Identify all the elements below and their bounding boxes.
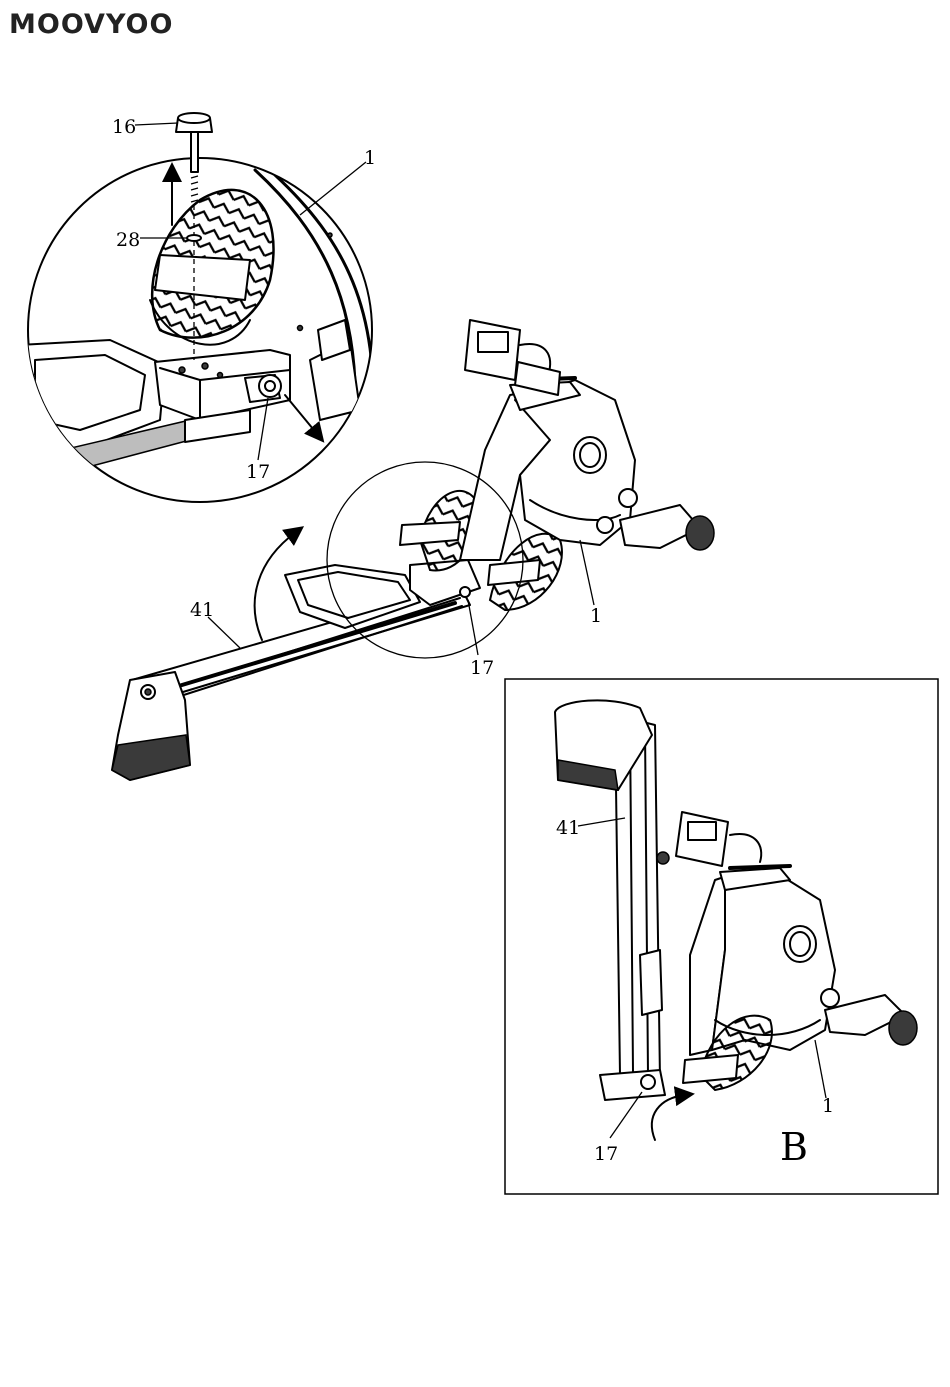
- label-41-main: 41: [190, 599, 214, 621]
- label-16: 16: [112, 116, 136, 138]
- label-1-detail: 1: [364, 147, 376, 169]
- label-17-detail: 17: [246, 461, 270, 483]
- label-28: 28: [116, 229, 140, 251]
- folded-view: 41 1 17 B: [505, 679, 938, 1194]
- label-1-folded: 1: [822, 1095, 834, 1117]
- unfold-arrow-icon: [652, 1095, 685, 1140]
- label-17-main: 17: [470, 657, 494, 679]
- detail-view: 16 28 1 17: [20, 113, 376, 502]
- pull-arrow-icon: [285, 395, 318, 435]
- label-1-main: 1: [590, 605, 602, 627]
- label-17-folded: 17: [594, 1143, 618, 1165]
- label-41-folded: 41: [556, 817, 580, 839]
- step-label-b: B: [780, 1125, 808, 1169]
- washer: [187, 235, 201, 241]
